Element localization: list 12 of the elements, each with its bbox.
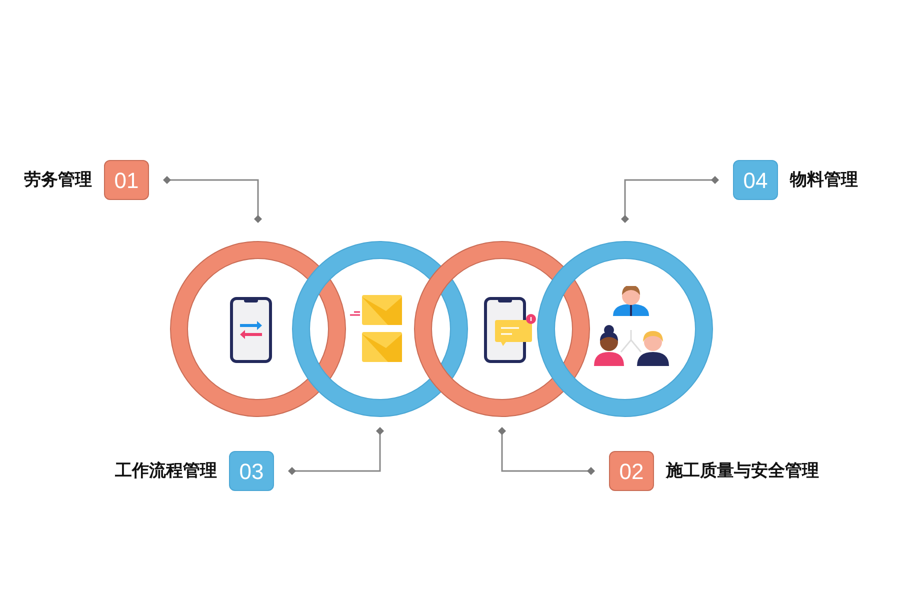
leader-line <box>498 427 595 475</box>
leader-line <box>288 427 384 475</box>
leader-line <box>621 176 719 223</box>
item-label: 施工质量与安全管理 <box>666 460 819 482</box>
leader-line <box>163 176 262 223</box>
item-label: 劳务管理 <box>24 169 92 191</box>
item-label: 物料管理 <box>790 169 858 191</box>
number-badge: 01 <box>104 160 149 200</box>
number-badge: 02 <box>609 451 654 491</box>
number-badge: 03 <box>229 451 274 491</box>
number-badge: 04 <box>733 160 778 200</box>
item-label: 工作流程管理 <box>115 460 217 482</box>
